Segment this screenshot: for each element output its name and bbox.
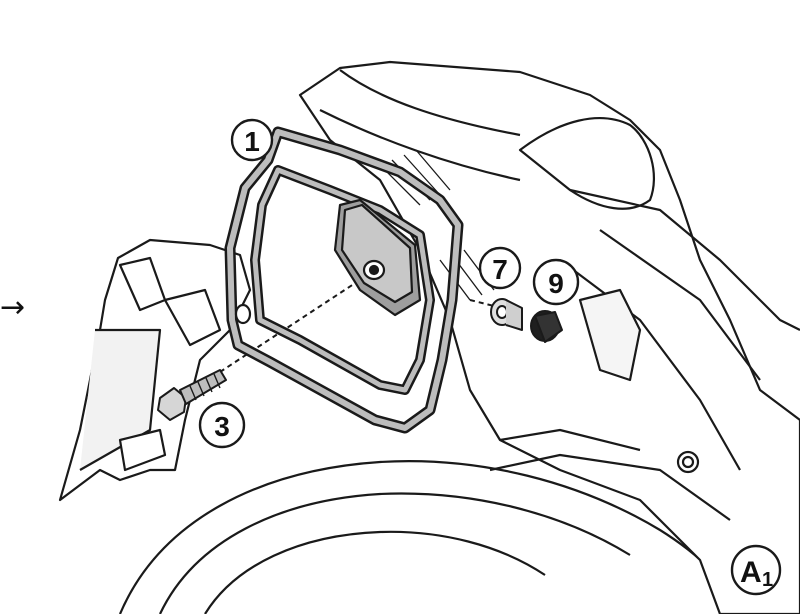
- view-tag-letter: A: [740, 556, 762, 589]
- rubber-plug-part-9: [530, 310, 563, 343]
- alignment-dashed-line: [219, 271, 373, 373]
- spacer-part-7: [490, 298, 523, 331]
- bolt-part-3: [157, 369, 227, 421]
- callout-1: 1: [230, 118, 274, 162]
- alignment-dashed-line-2: [469, 299, 511, 311]
- rack-mount-plate: [234, 198, 422, 325]
- callout-9-label: 9: [548, 268, 564, 299]
- view-tag-a1: A 1: [730, 544, 782, 596]
- callout-1-label: 1: [244, 126, 260, 157]
- callout-7: 7: [478, 246, 522, 290]
- side-rack-frame: [224, 126, 464, 434]
- callout-3-label: 3: [214, 411, 230, 442]
- callout-9: 9: [532, 258, 580, 306]
- direction-arrow: →: [0, 290, 25, 325]
- view-tag-subscript: 1: [762, 569, 773, 591]
- callout-3: 3: [198, 401, 246, 449]
- license-plate-bracket: [58, 238, 252, 502]
- callout-7-label: 7: [492, 254, 508, 285]
